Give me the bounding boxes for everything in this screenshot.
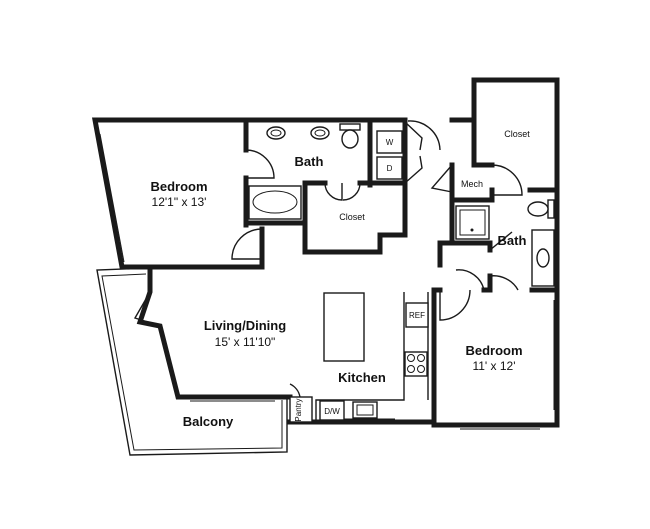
- bath-2-name: Bath: [498, 233, 527, 248]
- toilet-icon: [339, 123, 361, 149]
- mech-name: Mech: [461, 179, 483, 189]
- door-swings: [133, 120, 523, 398]
- room-labels: Bedroom 12'1" x 13' Bath Closet Closet M…: [150, 129, 530, 429]
- balcony-outline: [96, 267, 288, 456]
- living-name: Living/Dining: [204, 318, 286, 333]
- washer-icon: W: [376, 130, 403, 154]
- dishwasher-icon: D/W: [319, 400, 345, 421]
- bathtub-icon: [248, 185, 302, 220]
- pantry-label: Pantry: [294, 398, 303, 421]
- washer-label: W: [386, 138, 394, 147]
- bedroom-1-dims: 12'1" x 13': [152, 195, 207, 209]
- bedroom-1-name: Bedroom: [150, 179, 207, 194]
- interior-walls: [243, 117, 560, 293]
- closet-2-name: Closet: [504, 129, 530, 139]
- closet-1-name: Closet: [339, 212, 365, 222]
- dryer-icon: D: [376, 156, 403, 180]
- pantry-box: Pantry: [289, 396, 313, 423]
- kitchen-island: [323, 292, 365, 362]
- bedroom-2-name: Bedroom: [465, 343, 522, 358]
- bath-1-name: Bath: [295, 154, 324, 169]
- balcony-name: Balcony: [183, 414, 234, 429]
- kitchen-sink-icon: [352, 401, 378, 419]
- living-dims: 15' x 11'10": [215, 335, 276, 349]
- shower-icon: [455, 205, 490, 240]
- stove-icon: [404, 351, 428, 377]
- exterior-walls: [91, 77, 560, 428]
- toilet-icon: [527, 199, 555, 219]
- sink-icon: [531, 229, 555, 287]
- double-sink-icon: [266, 126, 330, 140]
- refrigerator-icon: REF: [405, 302, 429, 328]
- fixtures: W D REF: [248, 123, 555, 423]
- kitchen-name: Kitchen: [338, 370, 386, 385]
- dryer-label: D: [387, 164, 393, 173]
- bedroom-2-dims: 11' x 12': [472, 359, 515, 373]
- kitchen-counter: [315, 292, 405, 422]
- refrigerator-label: REF: [409, 311, 425, 320]
- dishwasher-label: D/W: [324, 407, 340, 416]
